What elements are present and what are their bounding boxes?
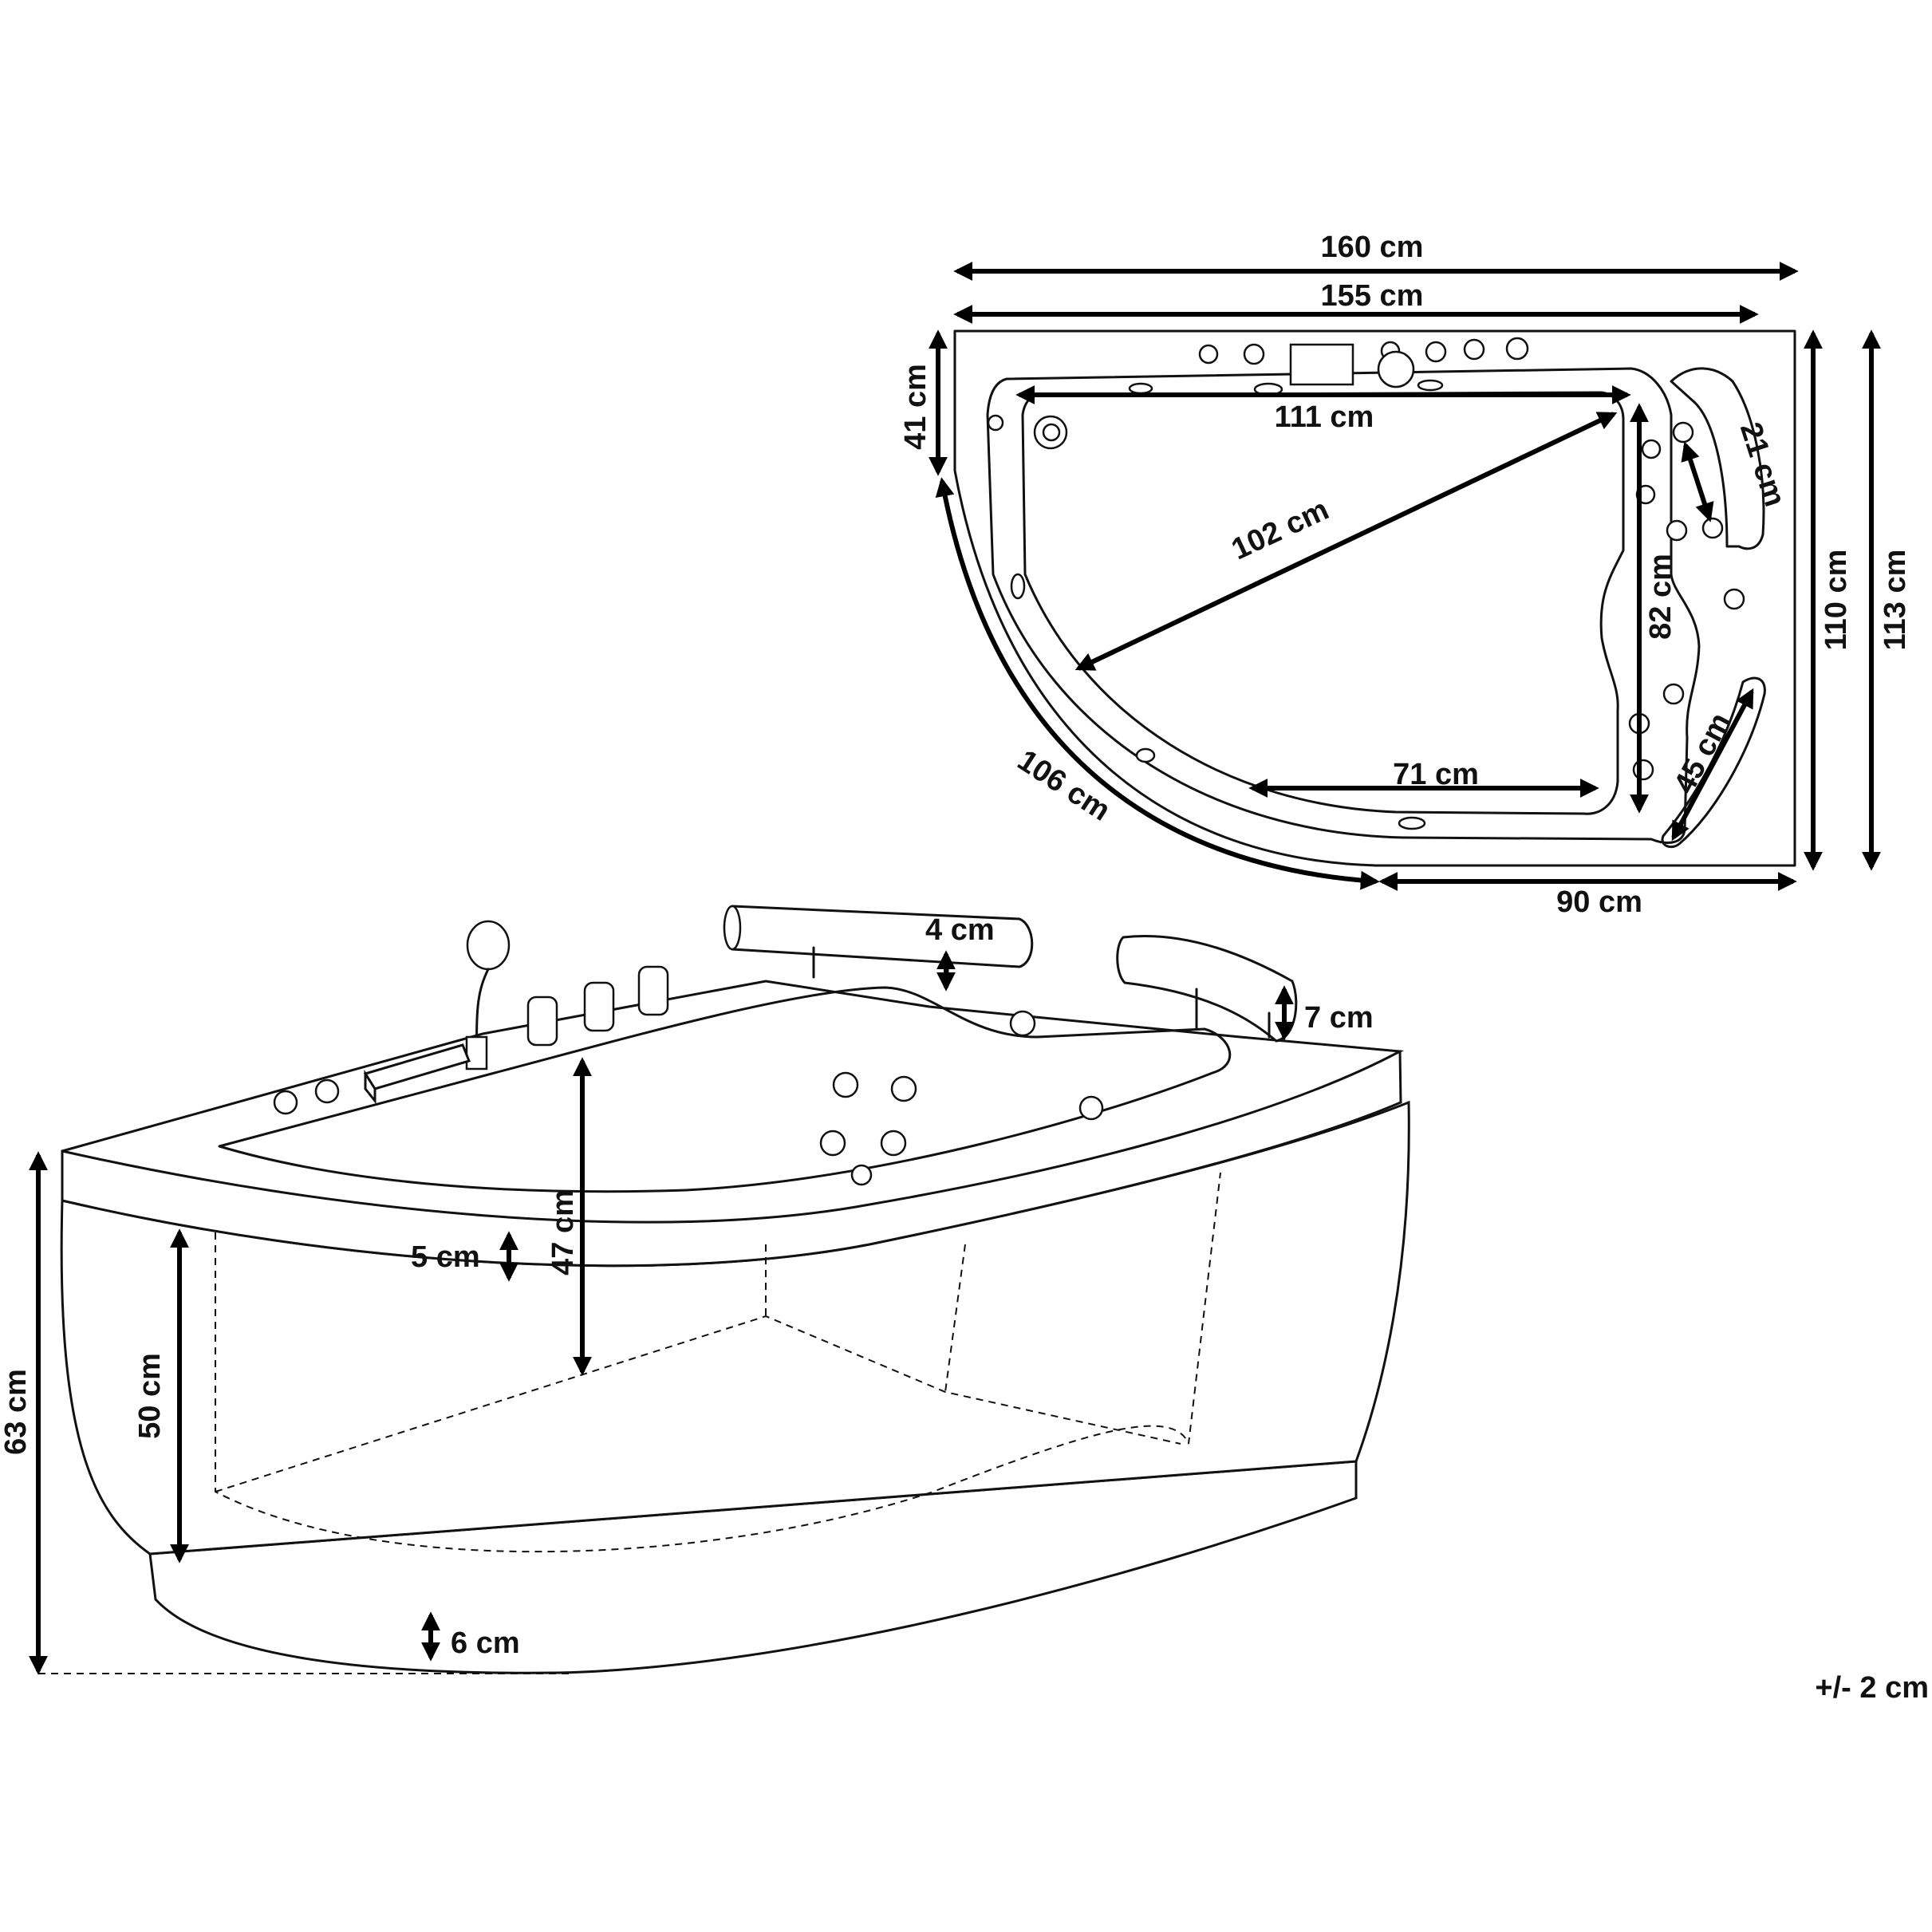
side-basin	[218, 986, 1232, 1193]
dim-106-arrow	[935, 477, 1380, 890]
label-50: 50 cm	[133, 1353, 167, 1439]
dim-21-arrow	[1681, 441, 1714, 522]
top-basin	[1021, 391, 1625, 815]
dim-45-arrow	[1671, 688, 1754, 842]
side-view: 4 cm 7 cm 47 cm 5 cm 50 cm 63 cm 6 cm	[0, 905, 1410, 1675]
label-5: 5 cm	[411, 1240, 480, 1274]
label-41: 41 cm	[899, 364, 932, 450]
side-plinth	[148, 1460, 1358, 1674]
label-90: 90 cm	[1556, 885, 1642, 919]
side-pillow	[1116, 935, 1298, 1043]
label-47: 47 cm	[546, 1189, 580, 1276]
label-4: 4 cm	[925, 913, 995, 947]
label-7: 7 cm	[1304, 1001, 1374, 1035]
label-21: 21 cm	[1733, 419, 1792, 511]
side-deck	[61, 980, 1405, 1224]
label-63: 63 cm	[0, 1369, 33, 1455]
label-111: 111 cm	[1275, 400, 1374, 434]
top-view: 160 cm 155 cm 41 cm 111 cm 102 cm 21 cm …	[899, 231, 1912, 919]
tolerance-note: +/- 2 cm	[1815, 1671, 1929, 1705]
top-headrest	[1670, 367, 1765, 550]
label-6: 6 cm	[451, 1626, 520, 1660]
label-110: 110 cm	[1820, 550, 1853, 651]
side-fittings	[273, 920, 669, 1115]
side-jets	[819, 1010, 1104, 1186]
label-160: 160 cm	[1321, 231, 1424, 264]
label-106: 106 cm	[1011, 743, 1116, 827]
label-82: 82 cm	[1644, 554, 1678, 640]
dim-102-arrow	[1074, 412, 1618, 671]
label-71: 71 cm	[1393, 758, 1479, 791]
label-155: 155 cm	[1321, 279, 1424, 313]
side-hidden-floor	[215, 1172, 1221, 1553]
top-rim	[986, 367, 1701, 844]
label-113: 113 cm	[1879, 550, 1912, 651]
